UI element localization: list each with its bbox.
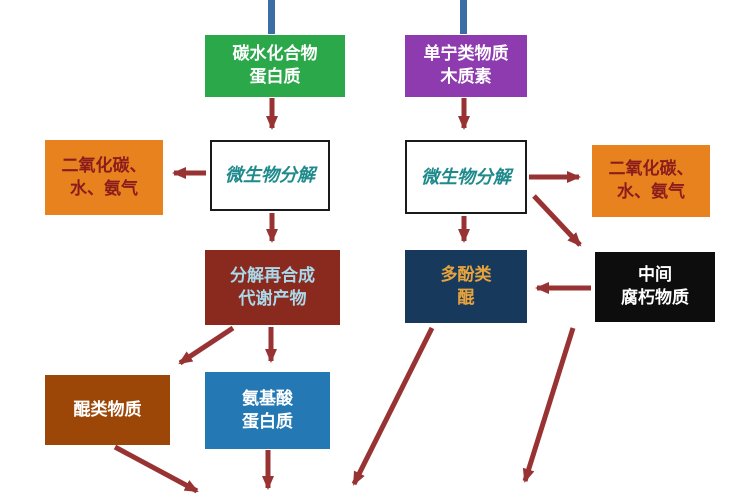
node-polyphenol-quinone: 多酚类 醌 bbox=[405, 250, 527, 323]
arrow-quinone-to-bottom bbox=[113, 444, 199, 494]
arrow-polyphenol-to-bottom bbox=[351, 326, 435, 486]
node-resynthesis-metabolites: 分解再合成 代谢产物 bbox=[205, 250, 340, 325]
node-quinone-substances: 醌类物质 bbox=[45, 375, 170, 445]
node-microbial-decomposition-left: 微生物分解 bbox=[210, 140, 330, 211]
node-co2-water-ammonia-left: 二氧化碳、 水、氨气 bbox=[45, 140, 163, 215]
node-amino-acid-protein: 氨基酸 蛋白质 bbox=[205, 372, 330, 449]
arrow-intermediate-to-bottom bbox=[522, 327, 576, 483]
node-microbial-right-label: 微生物分解 bbox=[421, 166, 511, 187]
node-microbial-decomposition-right: 微生物分解 bbox=[405, 140, 527, 214]
node-carbohydrates-protein-label: 碳水化合物 蛋白质 bbox=[232, 44, 318, 86]
node-tannin-lignin-label: 单宁类物质 木质素 bbox=[423, 44, 509, 86]
arrow-diagonal-to-intermediate bbox=[532, 194, 582, 247]
node-quinone-label: 醌类物质 bbox=[73, 399, 142, 419]
top-connector-right bbox=[460, 0, 467, 34]
node-intermediate-decay-matter: 中间 腐朽物质 bbox=[595, 252, 715, 322]
node-co2-water-ammonia-right: 二氧化碳、 水、氨气 bbox=[592, 145, 710, 217]
top-connector-left bbox=[268, 0, 275, 34]
node-co2-right-label: 二氧化碳、 水、氨气 bbox=[608, 159, 694, 201]
node-carbohydrates-protein: 碳水化合物 蛋白质 bbox=[205, 35, 345, 97]
node-resynthesis-label: 分解再合成 代谢产物 bbox=[230, 265, 315, 308]
node-amino-label: 氨基酸 蛋白质 bbox=[242, 388, 293, 431]
node-tannin-lignin: 单宁类物质 木质素 bbox=[405, 35, 527, 97]
node-intermediate-label: 中间 腐朽物质 bbox=[621, 265, 689, 307]
node-microbial-left-label: 微生物分解 bbox=[225, 165, 315, 186]
node-co2-left-label: 二氧化碳、 水、氨气 bbox=[61, 155, 147, 198]
arrow-resynthesis-to-quinone bbox=[178, 325, 235, 366]
node-polyphenol-label: 多酚类 醌 bbox=[440, 264, 492, 307]
